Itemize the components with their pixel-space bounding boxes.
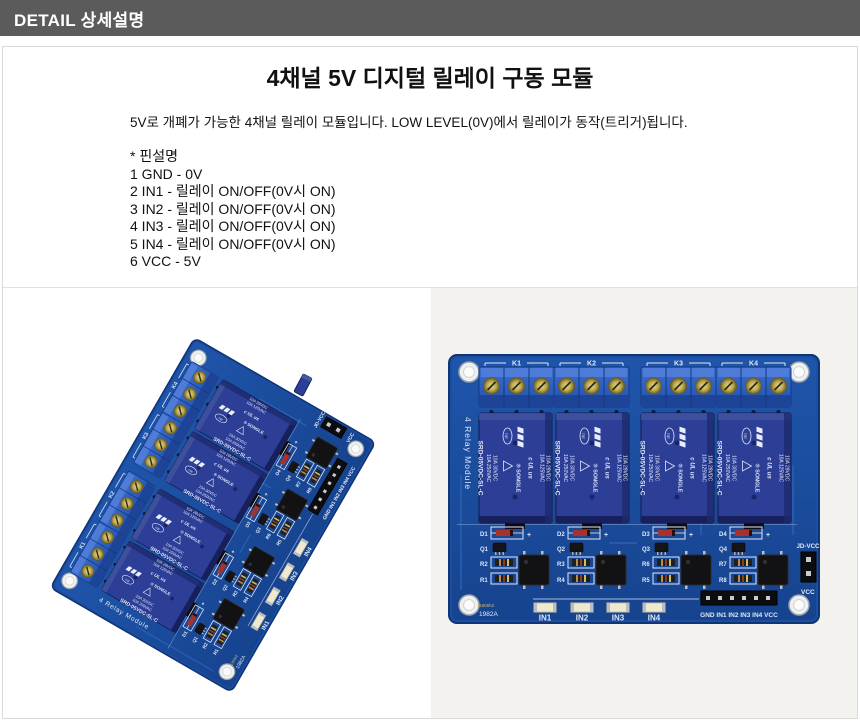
page-header-title: DETAIL 상세설명 xyxy=(14,10,145,30)
product-images-row xyxy=(3,287,857,718)
product-description-block: 5V로 개폐가 가능한 4채널 릴레이 모듈입니다. LOW LEVEL(0V)… xyxy=(130,114,730,271)
pin-line: 1 GND - 0V xyxy=(130,165,203,182)
pin-line: 6 VCC - 5V xyxy=(130,253,201,269)
angled-board-photo xyxy=(3,288,431,718)
pin-section-label: * 핀설명 xyxy=(130,148,178,164)
top-view-board-photo xyxy=(431,288,857,718)
product-description: 5V로 개폐가 가능한 4채널 릴레이 모듈입니다. LOW LEVEL(0V)… xyxy=(130,115,688,130)
product-photo-angled xyxy=(3,288,431,718)
product-title: 4채널 5V 디지털 릴레이 구동 모듈 xyxy=(266,65,594,91)
detail-text-area: 4채널 5V 디지털 릴레이 구동 모듈 5V로 개폐가 가능한 4채널 릴레이… xyxy=(3,47,857,287)
pin-line: 2 IN1 - 릴레이 ON/OFF(0V시 ON) xyxy=(130,183,336,199)
pin-line: 4 IN3 - 릴레이 ON/OFF(0V시 ON) xyxy=(130,218,336,234)
page-header: DETAIL 상세설명 xyxy=(0,0,860,36)
detail-content-box: 4채널 5V 디지털 릴레이 구동 모듈 5V로 개폐가 가능한 4채널 릴레이… xyxy=(2,46,858,719)
pin-line: 3 IN2 - 릴레이 ON/OFF(0V시 ON) xyxy=(130,200,336,217)
jumper-cap xyxy=(293,373,313,397)
pin-description-list: * 핀설명 1 GND - 0V 2 IN1 - 릴레이 ON/OFF(0V시 … xyxy=(130,148,730,271)
product-photo-top-view xyxy=(431,288,857,718)
pin-line: 5 IN4 - 릴레이 ON/OFF(0V시 ON) xyxy=(130,235,336,252)
